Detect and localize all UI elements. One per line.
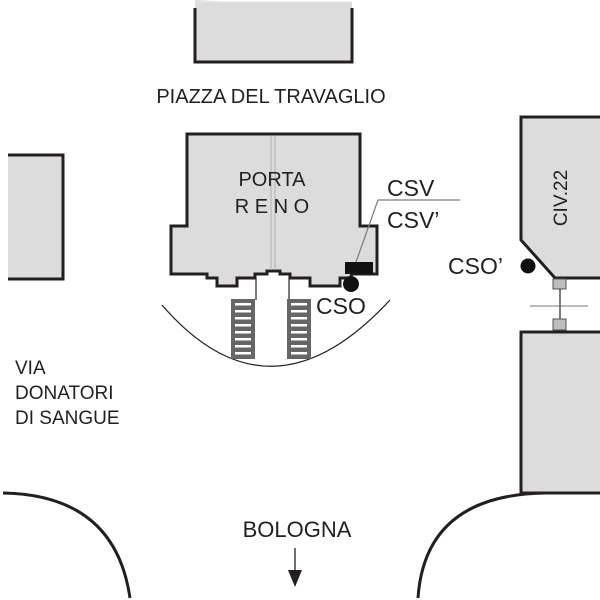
crosswalk-stripe bbox=[291, 324, 307, 327]
crosswalk-stripe bbox=[291, 331, 307, 334]
building-west bbox=[8, 155, 63, 279]
post-north bbox=[552, 278, 567, 290]
crosswalk-stripe bbox=[235, 338, 251, 341]
crosswalk-left-icon bbox=[231, 299, 255, 359]
label-gate-line1: PORTA bbox=[238, 169, 306, 191]
building-north-outline bbox=[193, 8, 354, 64]
crosswalk-body bbox=[231, 299, 255, 359]
crosswalk-right-icon bbox=[287, 299, 311, 359]
label-cso: CSO bbox=[316, 293, 366, 319]
building-north-fill bbox=[195, 2, 352, 62]
curb-southwest bbox=[2, 491, 132, 599]
crosswalk-stripe bbox=[235, 310, 251, 313]
crosswalk-stripe bbox=[235, 324, 251, 327]
csv-marker bbox=[345, 262, 373, 274]
curb-southeast bbox=[416, 491, 546, 599]
post-south bbox=[552, 318, 567, 331]
label-csv: CSV bbox=[387, 175, 435, 201]
crosswalk-stripe bbox=[291, 338, 307, 341]
crosswalk-stripe bbox=[291, 345, 307, 348]
label-piazza: PIAZZA DEL TRAVAGLIO bbox=[156, 86, 385, 108]
building-civ22-outline bbox=[519, 115, 600, 280]
label-cso-prime: CSO’ bbox=[448, 253, 503, 279]
building-east bbox=[521, 332, 600, 493]
crosswalk-stripe bbox=[291, 303, 307, 306]
arrow-down-icon bbox=[288, 570, 302, 587]
building-west-outline bbox=[8, 153, 65, 281]
crosswalk-stripe bbox=[235, 345, 251, 348]
cso-marker bbox=[343, 276, 359, 292]
crosswalk-stripe bbox=[291, 317, 307, 320]
cso-prime-marker bbox=[520, 258, 536, 274]
crosswalk-stripe bbox=[235, 317, 251, 320]
label-street-line2: DONATORI bbox=[15, 383, 114, 404]
label-csv-prime: CSV’ bbox=[387, 207, 439, 233]
crosswalk-stripe bbox=[235, 352, 251, 355]
label-gate-line2: R E N O bbox=[235, 196, 309, 218]
piazza-arc bbox=[161, 299, 391, 367]
label-civ22: CIV.22 bbox=[551, 170, 572, 226]
crosswalk-stripe bbox=[235, 331, 251, 334]
csv-leader-line bbox=[355, 199, 460, 263]
crosswalk-stripe bbox=[291, 310, 307, 313]
label-bologna: BOLOGNA bbox=[243, 517, 352, 542]
crosswalk-body bbox=[287, 299, 311, 359]
crosswalk-stripe bbox=[235, 303, 251, 306]
building-civ22 bbox=[521, 117, 600, 278]
building-east-outline bbox=[519, 330, 600, 495]
crosswalk-stripe bbox=[291, 352, 307, 355]
label-street-line3: DI SANGUE bbox=[15, 408, 120, 429]
label-street-line1: VIA bbox=[15, 358, 46, 379]
